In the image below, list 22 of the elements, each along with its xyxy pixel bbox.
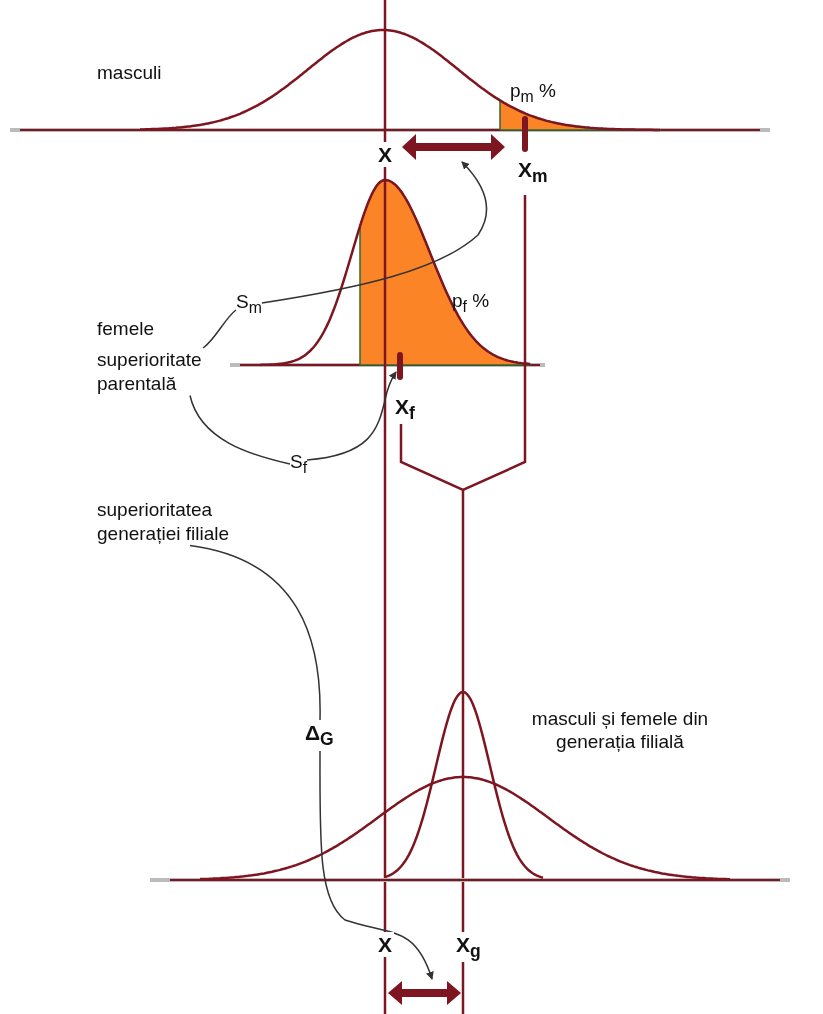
leader-line <box>261 161 488 304</box>
leader-line <box>189 394 291 465</box>
percent-label: p$_{m}$ % <box>510 80 556 107</box>
symbol-label: S$_{f}$ <box>290 450 308 478</box>
symbol-label: Δ$_{G}$ <box>305 720 334 752</box>
mean-tick <box>396 352 404 380</box>
leader-line <box>319 750 434 980</box>
group-label: masculi și femele din generația filială <box>530 708 710 754</box>
mean-label: X <box>376 932 394 958</box>
percent-label: p$_{f}$ % <box>452 290 490 317</box>
double-arrow <box>402 132 505 162</box>
double-arrow <box>388 979 461 1007</box>
group-label: femele <box>97 318 155 341</box>
annotation-text: superioritate parentală <box>97 348 203 396</box>
annotation-text: superioritatea generației filiale <box>97 498 231 546</box>
mean-label: X <box>376 142 394 168</box>
leader-line <box>306 371 397 461</box>
group-label: masculi <box>97 62 162 85</box>
leader-line <box>189 544 321 721</box>
symbol-label: S$_{m}$ <box>236 290 262 318</box>
mean-label: X$_{g}$ <box>454 932 483 963</box>
leader-line <box>202 309 237 349</box>
